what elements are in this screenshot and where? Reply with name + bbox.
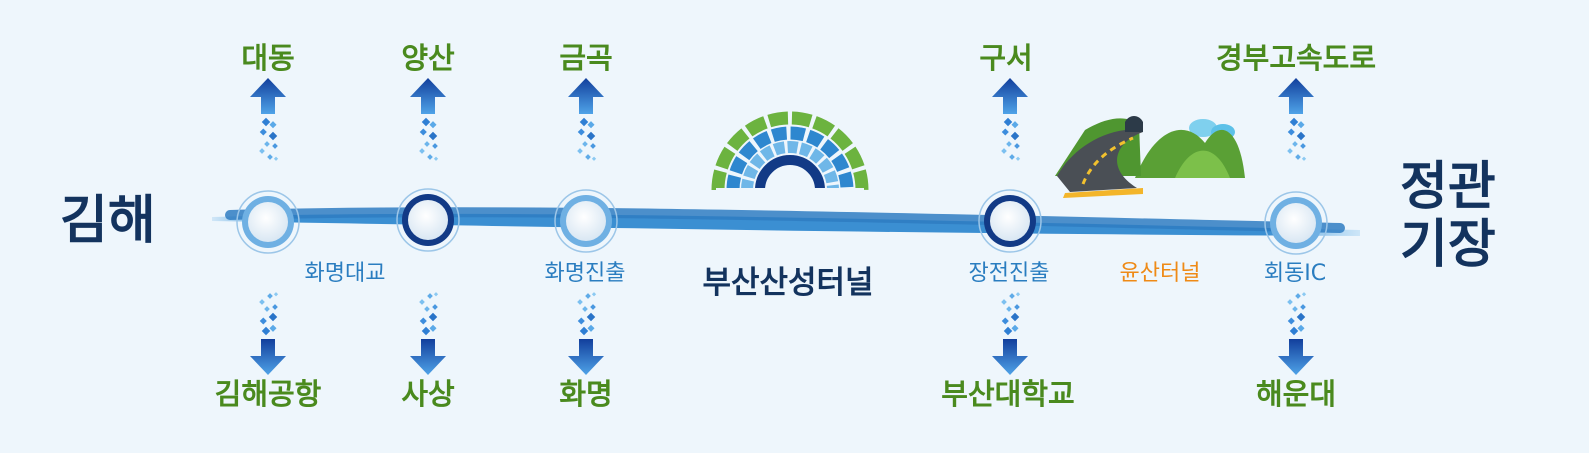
upper-destination: 금곡 bbox=[559, 41, 613, 75]
lower-destination: 화명 bbox=[559, 377, 613, 411]
arrow-up-icon bbox=[992, 78, 1028, 161]
route-line-highlight bbox=[225, 207, 1345, 233]
endpoint-gimhae: 김해 bbox=[60, 191, 156, 251]
station-node-hoedong-ic bbox=[1264, 191, 1328, 255]
arrow-up-icon bbox=[1278, 78, 1314, 161]
arrow-up-icon bbox=[250, 78, 286, 161]
lower-destination: 사상 bbox=[401, 377, 455, 411]
station-label: 회동IC bbox=[1263, 261, 1327, 286]
station-label-tunnel: 윤산터널 bbox=[1119, 261, 1201, 286]
station-node-hwamyeong-exit bbox=[554, 189, 618, 253]
upper-destination: 양산 bbox=[401, 41, 455, 75]
upper-destination: 구서 bbox=[979, 41, 1033, 75]
lower-destination: 김해공항 bbox=[214, 377, 322, 411]
arrow-down-icon bbox=[992, 292, 1028, 375]
lower-destination: 해운대 bbox=[1255, 377, 1337, 411]
lower-destination: 부산대학교 bbox=[941, 377, 1075, 411]
arrow-down-icon bbox=[250, 292, 286, 375]
endpoint-jeonggwan-gijang: 정관 기장 bbox=[1400, 157, 1496, 276]
mountain-road-icon bbox=[1055, 116, 1245, 198]
arrow-down-icon bbox=[568, 292, 604, 375]
station-node-hwamyeong-bridge bbox=[236, 190, 300, 254]
station-node-jangjeon-exit bbox=[978, 189, 1042, 253]
station-label: 장전진출 bbox=[968, 261, 1050, 286]
upper-destination: 대동 bbox=[241, 41, 295, 75]
endpoint-right-line2: 기장 bbox=[1400, 215, 1496, 276]
arrow-up-icon bbox=[410, 78, 446, 161]
upper-destination: 경부고속도로 bbox=[1215, 41, 1377, 75]
station-label: 화명대교 bbox=[304, 261, 386, 286]
arrow-up-icon bbox=[568, 78, 604, 161]
endpoint-right-line1: 정관 bbox=[1400, 157, 1496, 217]
station-label: 화명진출 bbox=[544, 261, 626, 286]
tunnel-name: 부산산성터널 bbox=[702, 265, 874, 301]
station-node-yangsan bbox=[396, 188, 460, 252]
tunnel-arch-icon bbox=[711, 111, 869, 192]
arrow-down-icon bbox=[410, 292, 446, 375]
arrow-down-icon bbox=[1278, 292, 1314, 375]
route-line bbox=[212, 213, 1360, 236]
